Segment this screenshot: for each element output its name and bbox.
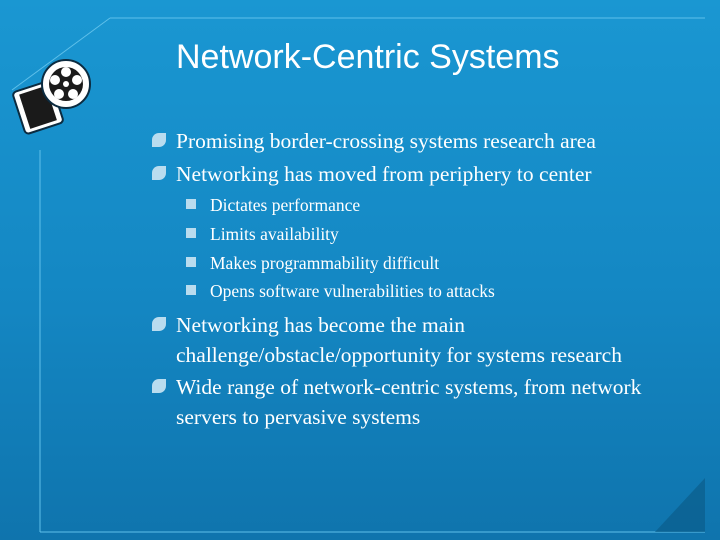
sub-bullet-text: Limits availability [210, 224, 339, 244]
bullet-text: challenge/obstacle/opportunity for syste… [176, 343, 622, 367]
bullet-item: Wide range of network-centric systems, f… [152, 372, 642, 402]
bullet-item: Networking has become the main [152, 310, 465, 340]
sub-bullet-item: Opens software vulnerabilities to attack… [186, 277, 495, 305]
sub-bullet-text: Dictates performance [210, 195, 361, 215]
bullet-continuation: challenge/obstacle/opportunity for syste… [176, 340, 622, 370]
square-bullet-icon [186, 228, 196, 238]
leaf-bullet-icon [152, 166, 166, 180]
film-reel-icon [12, 59, 91, 135]
bullet-text: Promising border-crossing systems resear… [176, 129, 596, 153]
slide-title: Network-Centric Systems [176, 38, 560, 76]
leaf-bullet-icon [152, 379, 166, 393]
sub-bullet-text: Makes programmability difficult [210, 253, 440, 273]
bullet-item: Networking has moved from periphery to c… [152, 159, 592, 189]
sub-bullet-text: Opens software vulnerabilities to attack… [210, 281, 495, 301]
bullet-text: Wide range of network-centric systems, f… [176, 375, 642, 399]
square-bullet-icon [186, 257, 196, 267]
frame-corner-shade [655, 478, 705, 532]
sub-bullet-item: Makes programmability difficult [186, 249, 440, 277]
bullet-text: Networking has moved from periphery to c… [176, 162, 592, 186]
frame-top-diagonal [11, 17, 111, 91]
sub-bullet-item: Limits availability [186, 220, 339, 248]
bullet-text: Networking has become the main [176, 313, 465, 337]
leaf-bullet-icon [152, 317, 166, 331]
square-bullet-icon [186, 199, 196, 209]
bullet-item: Promising border-crossing systems resear… [152, 126, 596, 156]
bullet-continuation: servers to pervasive systems [176, 402, 420, 432]
sub-bullet-item: Dictates performance [186, 191, 361, 219]
bullet-text: servers to pervasive systems [176, 405, 421, 429]
square-bullet-icon [186, 285, 196, 295]
leaf-bullet-icon [152, 133, 166, 147]
